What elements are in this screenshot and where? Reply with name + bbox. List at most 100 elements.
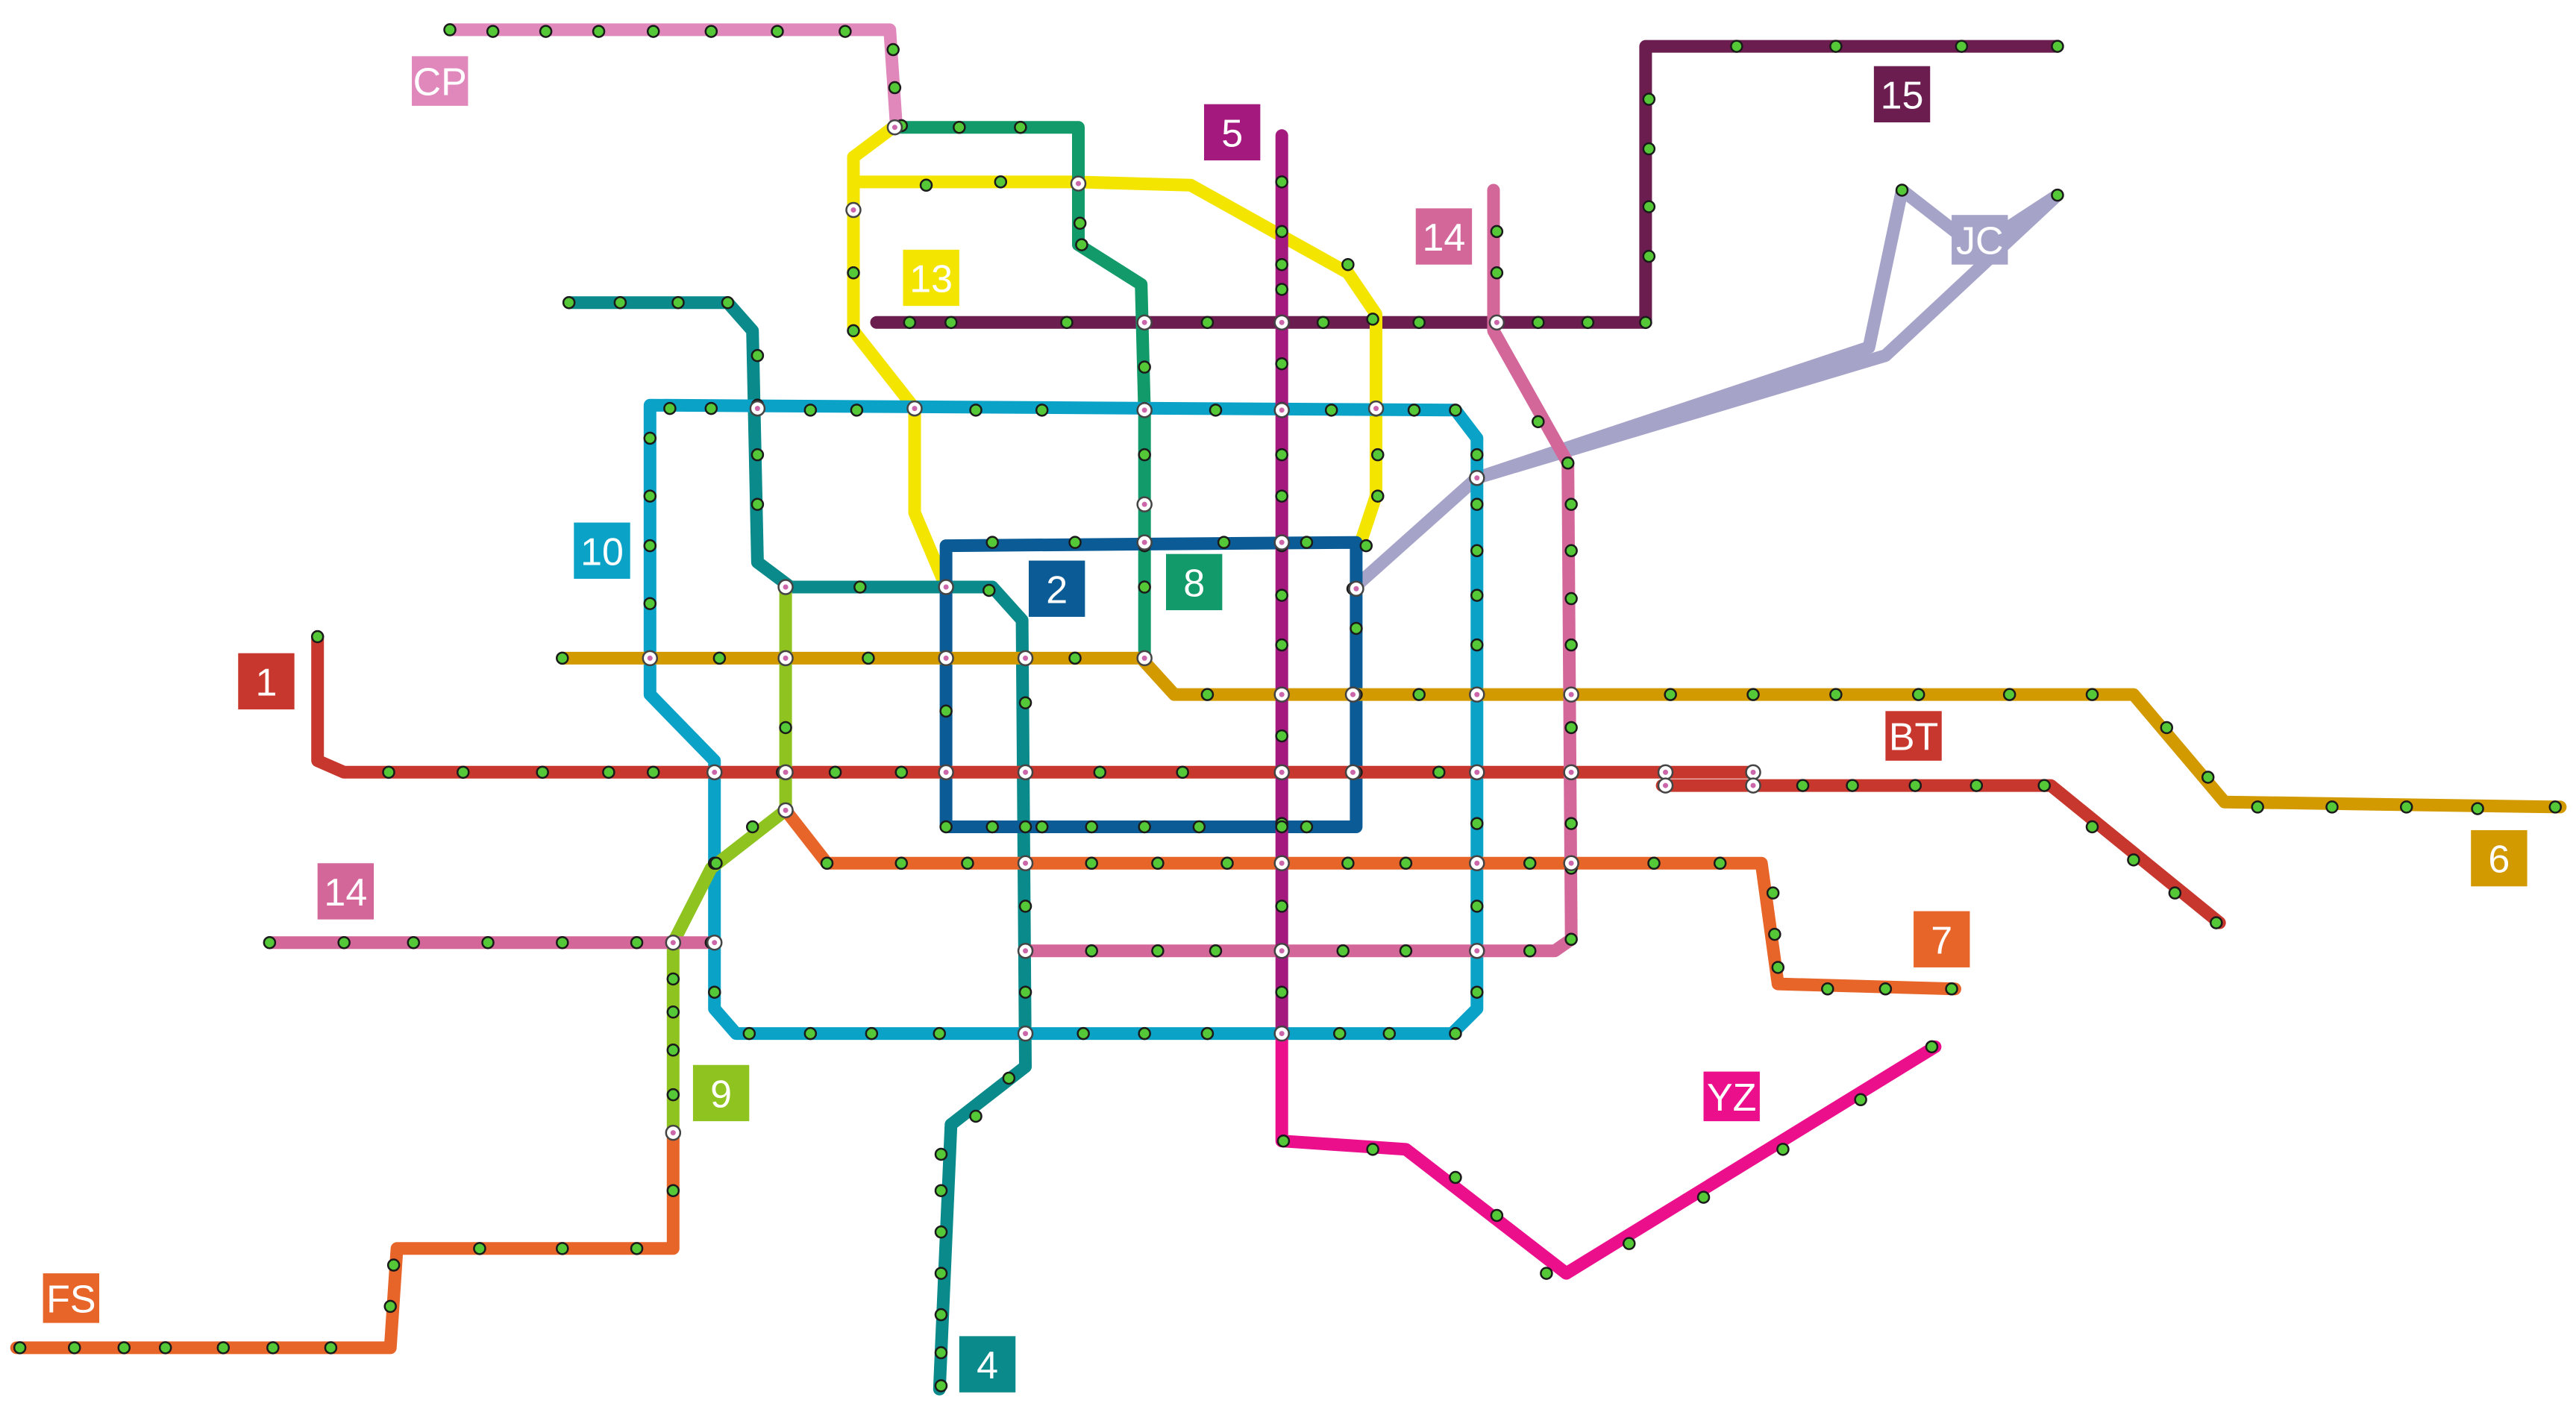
station[interactable] (1532, 415, 1545, 429)
transfer-station[interactable] (1273, 402, 1290, 418)
station[interactable] (1073, 216, 1087, 230)
station[interactable] (1275, 448, 1288, 462)
transfer-station[interactable] (1563, 686, 1579, 703)
transfer-station[interactable] (1136, 650, 1153, 667)
line-badge-5[interactable]: 5 (1203, 104, 1261, 161)
transfer-station[interactable] (1273, 943, 1290, 959)
station[interactable] (643, 489, 657, 503)
station[interactable] (961, 856, 974, 870)
station[interactable] (1854, 1093, 1867, 1107)
station[interactable] (643, 431, 657, 445)
transfer-station[interactable] (1017, 764, 1034, 781)
station[interactable] (1470, 638, 1484, 652)
station[interactable] (266, 1341, 280, 1355)
station[interactable] (1085, 944, 1098, 958)
station[interactable] (1275, 175, 1288, 189)
line-badge-10[interactable]: 10 (574, 522, 630, 579)
station[interactable] (556, 1242, 569, 1255)
station[interactable] (2051, 188, 2064, 202)
station[interactable] (1209, 944, 1223, 958)
station[interactable] (1470, 589, 1484, 602)
station[interactable] (1432, 765, 1446, 779)
station[interactable] (934, 1379, 948, 1393)
station[interactable] (1275, 820, 1288, 834)
station[interactable] (666, 1088, 680, 1102)
station[interactable] (953, 120, 966, 134)
station[interactable] (919, 178, 933, 192)
station[interactable] (1564, 498, 1578, 511)
station[interactable] (1399, 944, 1413, 958)
transfer-station[interactable] (1136, 496, 1153, 512)
station[interactable] (1275, 589, 1288, 602)
transfer-station[interactable] (1745, 777, 1761, 794)
station[interactable] (1138, 360, 1151, 374)
station[interactable] (1449, 404, 1462, 417)
station[interactable] (1523, 944, 1537, 958)
station[interactable] (1018, 820, 1032, 834)
station[interactable] (1151, 944, 1165, 958)
transfer-station[interactable] (1488, 314, 1505, 331)
transfer-station[interactable] (1017, 650, 1034, 667)
station[interactable] (473, 1242, 486, 1255)
station[interactable] (1581, 316, 1595, 330)
station[interactable] (862, 651, 875, 665)
station[interactable] (2168, 886, 2182, 900)
station[interactable] (1829, 40, 1843, 53)
station[interactable] (324, 1341, 338, 1355)
station[interactable] (1138, 448, 1151, 462)
station[interactable] (853, 580, 867, 594)
station[interactable] (1018, 900, 1032, 913)
station[interactable] (2325, 800, 2339, 814)
station[interactable] (939, 820, 953, 834)
station[interactable] (709, 856, 723, 870)
station[interactable] (337, 935, 351, 950)
station[interactable] (865, 1026, 879, 1041)
station[interactable] (742, 1026, 756, 1041)
station[interactable] (1138, 820, 1151, 834)
station[interactable] (1895, 183, 1909, 197)
transfer-station[interactable] (665, 934, 682, 951)
station[interactable] (2201, 771, 2215, 784)
station[interactable] (939, 704, 953, 718)
station[interactable] (1060, 316, 1074, 330)
station[interactable] (2160, 721, 2174, 735)
station[interactable] (983, 583, 996, 597)
station[interactable] (1341, 257, 1355, 272)
station[interactable] (944, 316, 958, 330)
station[interactable] (1470, 448, 1484, 462)
station[interactable] (1564, 932, 1578, 947)
station[interactable] (803, 1026, 818, 1041)
station[interactable] (888, 81, 902, 95)
station[interactable] (779, 721, 792, 735)
line-badge-1[interactable]: 1 (238, 653, 295, 710)
station[interactable] (2051, 40, 2064, 53)
transfer-station[interactable] (1745, 764, 1761, 781)
line-badge-yz[interactable]: YZ (1703, 1071, 1760, 1122)
station[interactable] (407, 935, 420, 950)
station[interactable] (646, 25, 660, 38)
station[interactable] (1220, 856, 1234, 870)
station[interactable] (1366, 313, 1379, 326)
station[interactable] (969, 404, 983, 417)
station[interactable] (847, 324, 860, 338)
station[interactable] (2399, 800, 2413, 814)
station[interactable] (1018, 696, 1032, 709)
station[interactable] (1035, 404, 1049, 417)
station[interactable] (592, 25, 606, 38)
station[interactable] (68, 1341, 81, 1355)
station[interactable] (1209, 404, 1223, 417)
transfer-station[interactable] (642, 650, 659, 667)
station[interactable] (1470, 985, 1484, 999)
station[interactable] (1018, 985, 1032, 999)
station[interactable] (934, 1147, 948, 1161)
station[interactable] (666, 1005, 680, 1019)
station[interactable] (1664, 688, 1677, 701)
station[interactable] (1449, 1026, 1462, 1041)
station[interactable] (1642, 92, 1656, 106)
transfer-station[interactable] (749, 400, 766, 417)
station[interactable] (216, 1341, 231, 1355)
station[interactable] (894, 765, 909, 779)
station[interactable] (1014, 120, 1027, 134)
station[interactable] (1642, 200, 1656, 213)
line-badge-fs[interactable]: FS (43, 1273, 100, 1323)
